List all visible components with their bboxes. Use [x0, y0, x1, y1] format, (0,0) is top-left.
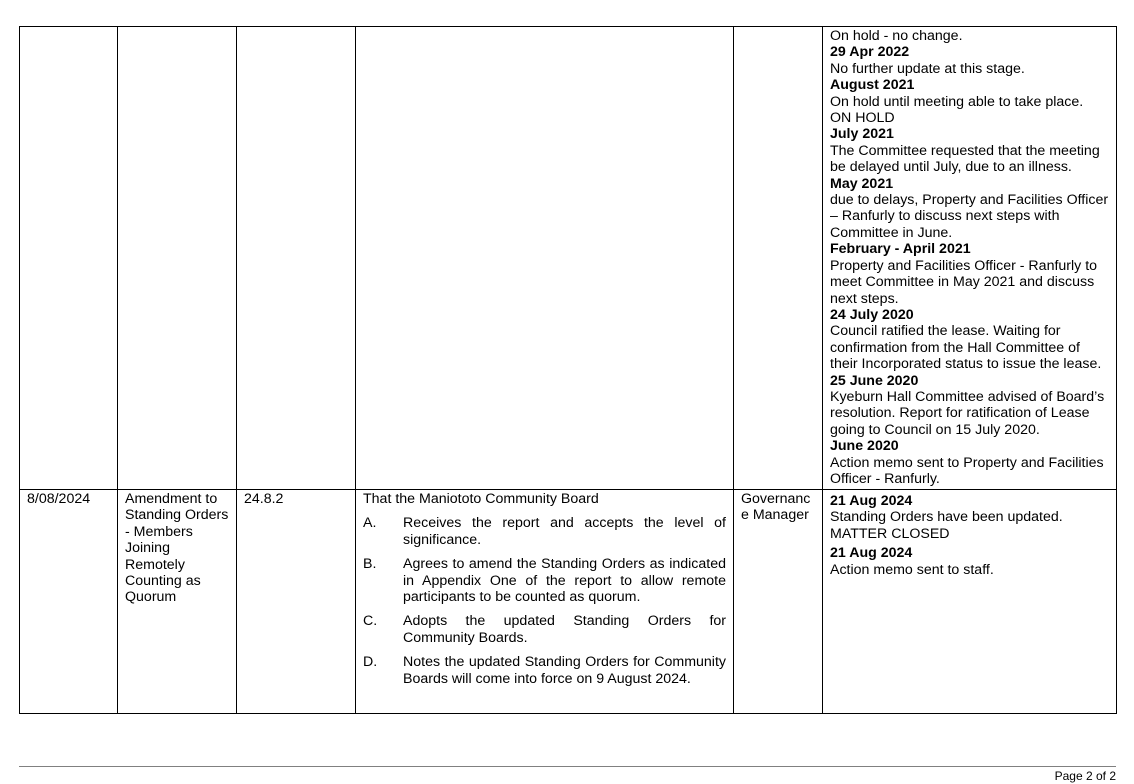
update-date: June 2020 [830, 438, 899, 455]
update-entry: On hold - no change. [830, 28, 1109, 44]
update-text: Action memo sent to staff. [830, 561, 994, 578]
resolution-item: A. Receives the report and accepts the le… [363, 515, 726, 548]
resolution-letter: A. [363, 515, 377, 532]
date-cell: 8/08/2024 [19, 489, 118, 714]
resolution-letter: D. [363, 654, 378, 671]
resolution-letter: B. [363, 556, 377, 573]
update-text: Property and Facilities Officer - Ranfur… [830, 257, 1098, 307]
update-text: Action memo sent to Property and Facilit… [830, 454, 1104, 487]
ref-cell [236, 26, 356, 490]
resolution-cell: That the Maniototo Community Board A. Rec… [355, 489, 734, 714]
officer-cell: Governanc e Manager [733, 489, 823, 714]
update-text: Standing Orders have been updated. MATTE… [830, 509, 1063, 542]
resolution-cell [355, 26, 734, 490]
resolution-intro: That the Maniototo Community Board [363, 491, 599, 507]
update-date: 25 June 2020 [830, 372, 919, 389]
footer-divider [19, 766, 1116, 767]
resolution-text: Notes the updated Standing Orders for Co… [403, 654, 726, 687]
update-date: 29 Apr 2022 [830, 44, 910, 61]
table-row: 8/08/2024 Amendment to Standing Orders -… [19, 489, 1117, 714]
resolution-item: C. Adopts the updated Standing Orders for… [363, 613, 726, 646]
resolution-item: B. Agrees to amend the Standing Orders as… [363, 556, 726, 605]
resolution-item: D. Notes the updated Standing Orders for … [363, 654, 726, 687]
update-text: No further update at this stage. [830, 60, 1025, 77]
update-text: due to delays, Property and Facilities O… [830, 192, 1109, 241]
resolution-text: Receives the report and accepts the leve… [403, 515, 726, 548]
update-text: On hold - no change. [830, 28, 963, 44]
ref-cell: 24.8.2 [236, 489, 356, 714]
resolution-letter: C. [363, 613, 378, 630]
update-date: 21 Aug 2024 [830, 545, 913, 562]
subject-cell: Amendment to Standing Orders - Members J… [117, 489, 237, 714]
officer-cell [733, 26, 823, 490]
resolution-text: Adopts the updated Standing Orders for C… [403, 613, 726, 646]
resolution-list: A. Receives the report and accepts the le… [363, 515, 726, 687]
update-date: August 2021 [830, 77, 915, 94]
update-date: July 2021 [830, 126, 894, 143]
subject-cell [117, 26, 237, 490]
update-text: Council ratified the lease. Waiting for … [830, 323, 1102, 373]
item-ref: 24.8.2 [244, 491, 284, 507]
meeting-date: 8/08/2024 [27, 491, 91, 507]
update-date: 24 July 2020 [830, 306, 914, 323]
update-text: Kyeburn Hall Committee advised of Board’… [830, 388, 1105, 438]
update-text: The Committee requested that the meeting… [830, 142, 1100, 176]
update-date: 21 Aug 2024 [830, 493, 913, 509]
resolution-text: Agrees to amend the Standing Orders as i… [403, 556, 726, 606]
responsible-officer: Governanc e Manager [741, 491, 811, 524]
item-subject: Amendment to Standing Orders - Members J… [125, 491, 229, 606]
update-date: February - April 2021 [830, 241, 971, 258]
date-cell [19, 26, 118, 490]
page-number: Page 2 of 2 [1054, 769, 1116, 783]
update-text: On hold until meeting able to take place… [830, 93, 1084, 127]
update-date: May 2021 [830, 175, 894, 192]
